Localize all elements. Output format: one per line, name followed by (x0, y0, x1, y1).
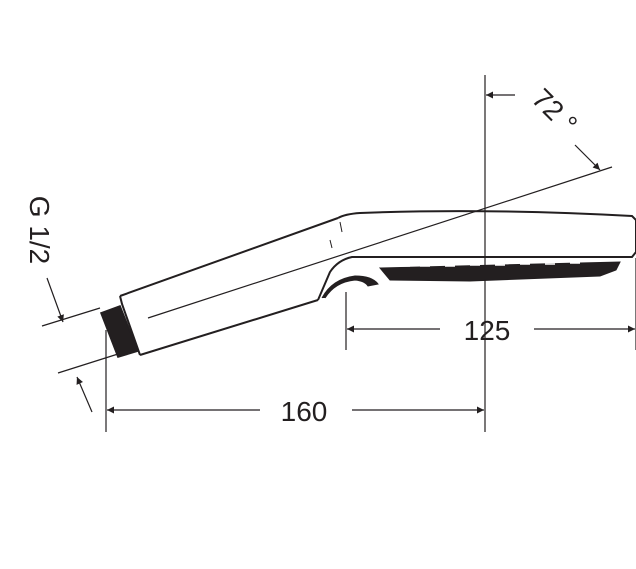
angle-arrow-bottom (574, 144, 601, 171)
nozzle-row (378, 261, 621, 282)
thread-extension-bottom (57, 353, 119, 374)
thread-extension-top (41, 307, 101, 327)
thread-dimension-bottom (76, 376, 93, 413)
thread-label: G 1/2 (24, 196, 55, 264)
thread-connector (99, 304, 140, 358)
shower-handle (119, 217, 339, 356)
shower-head (317, 210, 636, 301)
nozzle-highlights (400, 262, 580, 267)
angle-label: 72 ° (526, 83, 583, 140)
dimension-label-160: 160 (281, 396, 328, 427)
center-axis (147, 166, 613, 319)
thread-dimension-top (46, 277, 64, 323)
dimension-label-125: 125 (464, 315, 511, 346)
head-grip-curve (321, 275, 379, 299)
